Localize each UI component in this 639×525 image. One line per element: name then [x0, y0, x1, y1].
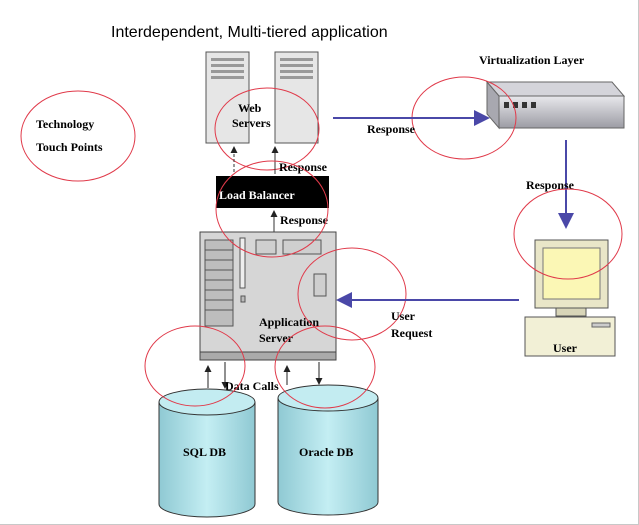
- web-servers-label-line1: Web: [238, 101, 262, 115]
- user-touch-ring: [513, 188, 623, 280]
- oracle-db-node: Oracle DB: [274, 325, 379, 516]
- oracle-db-label: Oracle DB: [299, 445, 353, 459]
- application-server-label-line1: Application: [259, 315, 319, 329]
- user-label: User: [553, 341, 578, 355]
- data-calls-label: Data Calls: [225, 379, 279, 393]
- oracle-db-touch-ring: [274, 325, 376, 409]
- legend: Technology Touch Points: [20, 90, 136, 182]
- server-chassis-icon: [199, 231, 337, 361]
- server-tower-icon: [274, 51, 319, 144]
- user-request-label-line1: User: [391, 309, 416, 323]
- web-servers-node: Web Servers: [205, 51, 320, 171]
- user-request-label-line2: Request: [391, 326, 432, 340]
- web-servers-label-line2: Servers: [232, 116, 271, 130]
- application-server-label-line2: Server: [259, 331, 294, 345]
- network-appliance-icon: [485, 80, 626, 130]
- server-tower-icon: [205, 51, 250, 144]
- user-node: User: [513, 188, 623, 357]
- virtualization-layer-label: Virtualization Layer: [479, 53, 585, 67]
- sql-db-node: SQL DB: [144, 325, 256, 518]
- application-server-touch-ring: [297, 247, 407, 341]
- app-to-lb-label: Response: [280, 213, 329, 227]
- web-servers-touch-ring: [214, 87, 320, 171]
- virtualization-to-user-label: Response: [526, 178, 575, 192]
- database-cylinder-icon: [277, 384, 379, 516]
- load-balancer-box: [216, 176, 329, 208]
- sql-db-touch-ring: [144, 325, 246, 407]
- sql-db-label: SQL DB: [183, 445, 226, 459]
- diagram-title: Interdependent, Multi-tiered application: [111, 24, 388, 41]
- load-balancer-node: Load Balancer: [216, 176, 329, 208]
- web-to-virtualization-label: Response: [367, 122, 416, 136]
- legend-label-line2: Touch Points: [36, 140, 103, 154]
- legend-ring: [20, 90, 136, 182]
- application-server-node: Application Server: [199, 160, 407, 361]
- load-balancer-touch-ring: [215, 160, 329, 258]
- load-balancer-label: Load Balancer: [219, 188, 295, 202]
- legend-label-line1: Technology: [36, 117, 94, 131]
- database-cylinder-icon: [158, 388, 256, 518]
- computer-monitor-icon: [524, 239, 616, 357]
- virtualization-layer-node: Virtualization Layer: [411, 53, 626, 160]
